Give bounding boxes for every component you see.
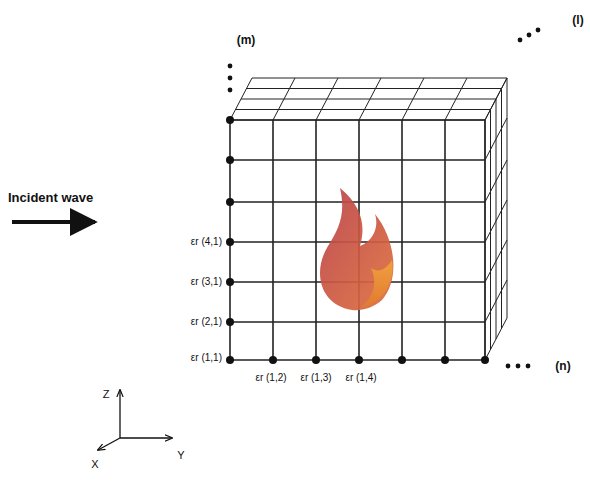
grid-line bbox=[230, 321, 485, 323]
x-axis bbox=[98, 438, 120, 450]
grid-line bbox=[445, 78, 467, 120]
grid-point bbox=[226, 116, 234, 124]
axis-label: X bbox=[91, 459, 98, 470]
permittivity-label: εr (1,1) bbox=[191, 353, 222, 363]
arrows-and-axes bbox=[12, 222, 172, 450]
grid-line bbox=[315, 120, 317, 360]
grid-line bbox=[230, 201, 485, 203]
dimension-label: (n) bbox=[555, 360, 570, 372]
grid-line bbox=[252, 78, 507, 79]
grid-line bbox=[485, 200, 507, 242]
continuation-dot bbox=[526, 364, 531, 369]
z-axis bbox=[119, 390, 120, 438]
grid-line bbox=[401, 120, 403, 360]
axis-label: Z bbox=[103, 389, 110, 400]
grid-point bbox=[226, 356, 234, 364]
grid-point bbox=[226, 318, 234, 326]
grid-point bbox=[269, 356, 277, 364]
grid-line bbox=[241, 99, 496, 100]
flame-symbol bbox=[320, 188, 393, 310]
continuation-dot bbox=[506, 364, 511, 369]
dimension-label: (m) bbox=[237, 34, 256, 46]
grid-point bbox=[312, 356, 320, 364]
grid-line bbox=[316, 78, 338, 120]
axis-label: Y bbox=[177, 450, 184, 461]
grid-line bbox=[444, 120, 446, 360]
grid-line bbox=[247, 88, 502, 89]
continuation-dot bbox=[527, 33, 532, 38]
grid-line bbox=[230, 119, 485, 121]
y-axis bbox=[120, 437, 172, 438]
grid-line bbox=[507, 78, 508, 318]
grid-point bbox=[226, 238, 234, 246]
permittivity-label: εr (1,3) bbox=[300, 373, 331, 383]
continuation-dot bbox=[518, 38, 523, 43]
continuation-dot bbox=[536, 28, 541, 33]
permittivity-label: εr (1,2) bbox=[255, 373, 286, 383]
grid-line bbox=[485, 318, 507, 360]
grid-point bbox=[355, 356, 363, 364]
permittivity-label: εr (1,4) bbox=[345, 373, 376, 383]
grid-line bbox=[236, 109, 491, 110]
grid-line bbox=[496, 99, 497, 339]
permittivity-label: εr (4,1) bbox=[191, 237, 222, 247]
grid-point bbox=[441, 356, 449, 364]
grid-line bbox=[490, 110, 491, 350]
dimension-label: (l) bbox=[572, 14, 583, 26]
grid-line bbox=[273, 78, 295, 120]
wave-label: Incident wave bbox=[8, 191, 93, 204]
grid-line bbox=[485, 280, 507, 322]
grid-line bbox=[501, 89, 502, 329]
grid-point bbox=[226, 278, 234, 286]
grid-line bbox=[485, 78, 507, 120]
permittivity-label: εr (2,1) bbox=[191, 317, 222, 327]
continuation-dot bbox=[228, 64, 233, 69]
incident-arrow bbox=[12, 220, 95, 224]
grid-line bbox=[485, 160, 507, 202]
grid-line bbox=[485, 118, 507, 160]
grid-line bbox=[230, 120, 485, 121]
grid-point bbox=[226, 198, 234, 206]
grid-line bbox=[272, 120, 274, 360]
grid-line bbox=[485, 120, 486, 360]
permittivity-label: εr (3,1) bbox=[191, 277, 222, 287]
grid-line bbox=[402, 78, 424, 120]
grid-line bbox=[230, 78, 252, 120]
grid-point bbox=[226, 156, 234, 164]
grid-line bbox=[485, 240, 507, 282]
grid-point bbox=[481, 356, 489, 364]
grid-point bbox=[398, 356, 406, 364]
continuation-dot bbox=[228, 88, 233, 93]
grid-line bbox=[230, 159, 485, 161]
grid-cube bbox=[226, 28, 540, 369]
grid-line bbox=[485, 78, 507, 120]
continuation-dot bbox=[228, 76, 233, 81]
grid-line bbox=[359, 78, 381, 120]
continuation-dot bbox=[516, 364, 521, 369]
